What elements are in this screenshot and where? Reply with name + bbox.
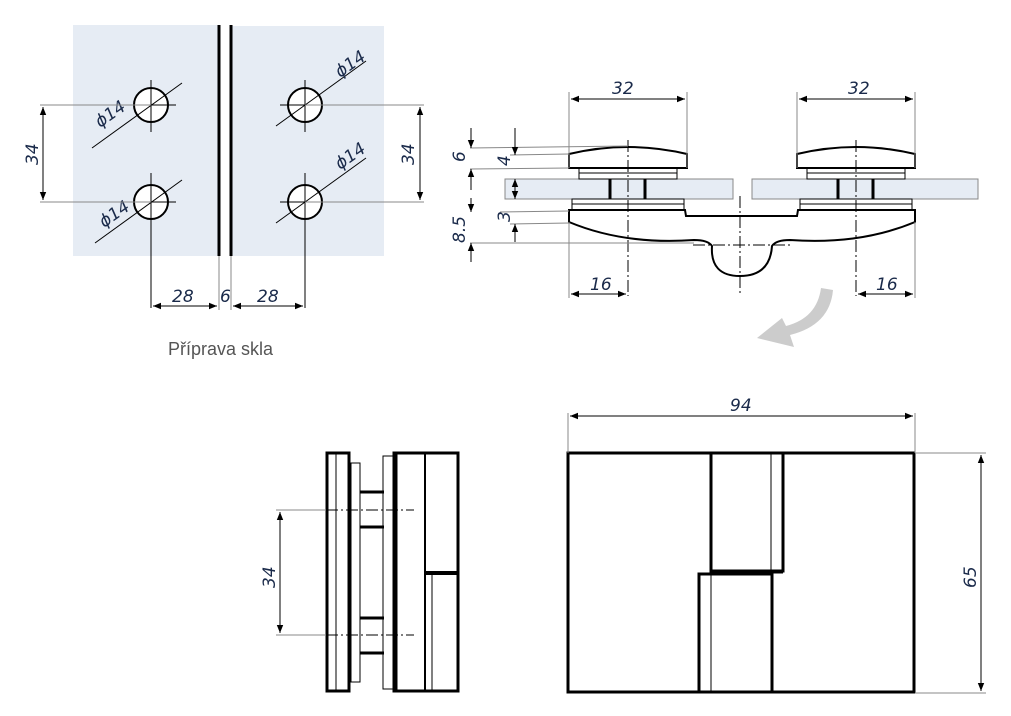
dim-end-hole-spacing: 34	[260, 566, 280, 588]
front-view: 94 65	[566, 396, 986, 694]
glass-preparation-view: ϕ14 ϕ14 ϕ14 ϕ14 34 34 28 6 28 Příprava s…	[23, 25, 424, 359]
dim-edge-offset-right: 28	[257, 287, 279, 307]
glass-section-left	[504, 178, 734, 200]
dim-spacing-left: 34	[23, 143, 43, 165]
dim-cap-height: 4	[495, 155, 515, 166]
glass-section-right	[751, 178, 979, 200]
side-section-view: 32 32 16 16 6 4 8.5 3	[450, 79, 979, 347]
dim-edge-offset-left: 28	[172, 287, 194, 307]
curved-arrow-icon	[757, 288, 833, 347]
dim-gap: 6	[220, 287, 231, 307]
dim-center-offset-right: 16	[876, 275, 898, 295]
dim-cap-height-total: 6	[450, 151, 470, 162]
glass-prep-caption: Příprava skla	[168, 339, 274, 359]
dim-spacing-right: 34	[399, 143, 419, 165]
dim-body-height-total: 8.5	[450, 216, 470, 243]
dim-clamp-width-right: 32	[848, 79, 870, 99]
dim-clamp-width-left: 32	[612, 79, 634, 99]
hinge-body	[568, 209, 916, 278]
dim-center-offset-left: 16	[590, 275, 612, 295]
end-view: 34	[260, 451, 460, 693]
dim-front-height: 65	[961, 566, 981, 588]
dim-body-plate: 3	[495, 211, 515, 222]
dim-front-width: 94	[730, 396, 752, 416]
glass-panel-left	[73, 25, 218, 256]
